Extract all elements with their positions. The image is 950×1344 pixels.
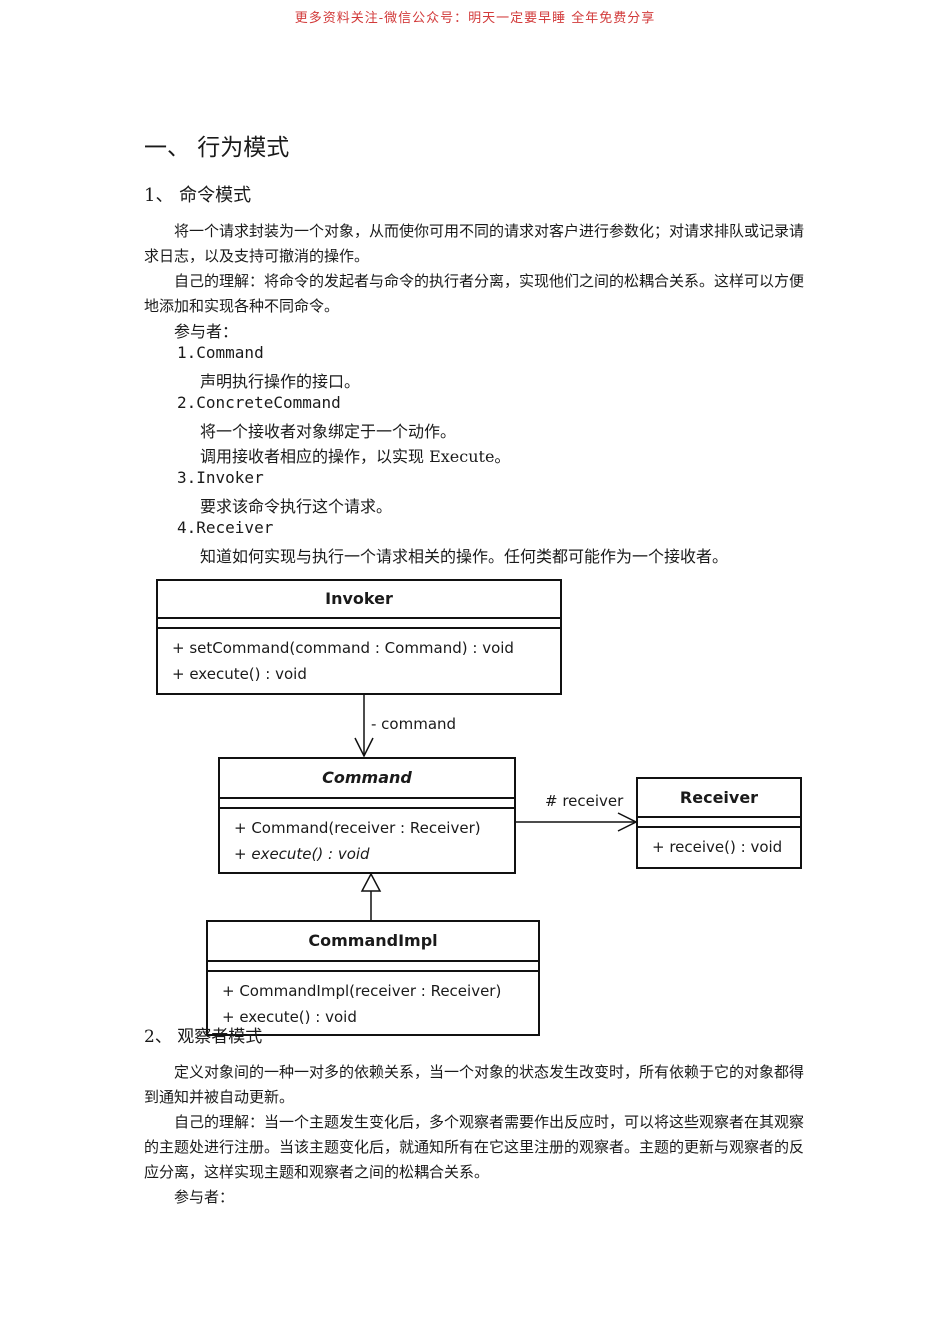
- class-name: Receiver: [638, 779, 800, 818]
- class-operations: + receive() : void: [638, 828, 800, 860]
- class-attributes: [220, 799, 514, 809]
- observer-definition: 定义对象间的一种一对多的依赖关系，当一个对象的状态发生改变时，所有依赖于它的对象…: [144, 1063, 805, 1106]
- operation: + receive() : void: [652, 838, 783, 856]
- operation: + execute() : void: [172, 665, 307, 683]
- edge-label-receiver: # receiver: [545, 792, 624, 810]
- inheritance-triangle: [360, 872, 382, 892]
- section-title-observer: 2、 观察者模式: [144, 1027, 263, 1047]
- receiver-class: Receiver + receive() : void: [636, 777, 802, 869]
- class-name: CommandImpl: [208, 922, 538, 962]
- invoker-class: Invoker + setCommand(command : Command) …: [156, 579, 562, 695]
- class-attributes: [638, 818, 800, 828]
- command-definition: 将一个请求封装为一个对象，从而使你可用不同的请求对客户进行参数化；对请求排队或记…: [144, 222, 805, 265]
- section-title-command: 1、 命令模式: [144, 185, 252, 206]
- participant-description: 调用接收者相应的操作，以实现 Execute。: [200, 447, 511, 466]
- class-operations: + CommandImpl(receiver : Receiver) + exe…: [208, 972, 538, 1030]
- operation: + execute() : void: [234, 845, 370, 863]
- participant-description: 将一个接收者对象绑定于一个动作。: [200, 422, 457, 441]
- participant-name: 3.Invoker: [177, 468, 264, 487]
- operation: + setCommand(command : Command) : void: [172, 639, 514, 657]
- class-operations: + Command(receiver : Receiver) + execute…: [220, 809, 514, 867]
- class-attributes: [208, 962, 538, 972]
- header-banner: 更多资料关注-微信公众号：明天一定要早睡 全年免费分享: [294, 11, 656, 26]
- class-name: Invoker: [158, 581, 560, 619]
- open-arrowhead: [354, 737, 374, 758]
- operation: + CommandImpl(receiver : Receiver): [222, 982, 502, 1000]
- operation: + Command(receiver : Receiver): [234, 819, 481, 837]
- heading-behavioral-patterns: 一、 行为模式: [144, 135, 290, 161]
- participants-label: 参与者：: [174, 1188, 235, 1206]
- class-operations: + setCommand(command : Command) : void +…: [158, 629, 560, 687]
- participant-description: 声明执行操作的接口。: [200, 372, 361, 391]
- participant-name: 1.Command: [177, 343, 264, 362]
- command-class: Command + Command(receiver : Receiver) +…: [218, 757, 516, 874]
- class-attributes: [158, 619, 560, 629]
- command-understanding: 自己的理解：将命令的发起者与命令的执行者分离，实现他们之间的松耦合关系。这样可以…: [144, 272, 805, 315]
- participant-name: 4.Receiver: [177, 518, 274, 537]
- observer-understanding: 自己的理解：当一个主题发生变化后，多个观察者需要作出反应时，可以将这些观察者在其…: [144, 1113, 805, 1181]
- class-name: Command: [220, 759, 514, 799]
- operation: + execute() : void: [222, 1008, 357, 1026]
- edge-label-command: - command: [371, 715, 457, 733]
- participant-name: 2.ConcreteCommand: [177, 393, 341, 412]
- participants-label: 参与者：: [174, 322, 239, 341]
- participant-description: 知道如何实现与执行一个请求相关的操作。任何类都可能作为一个接收者。: [200, 547, 729, 566]
- commandimpl-class: CommandImpl + CommandImpl(receiver : Rec…: [206, 920, 540, 1036]
- participant-description: 要求该命令执行这个请求。: [200, 497, 393, 516]
